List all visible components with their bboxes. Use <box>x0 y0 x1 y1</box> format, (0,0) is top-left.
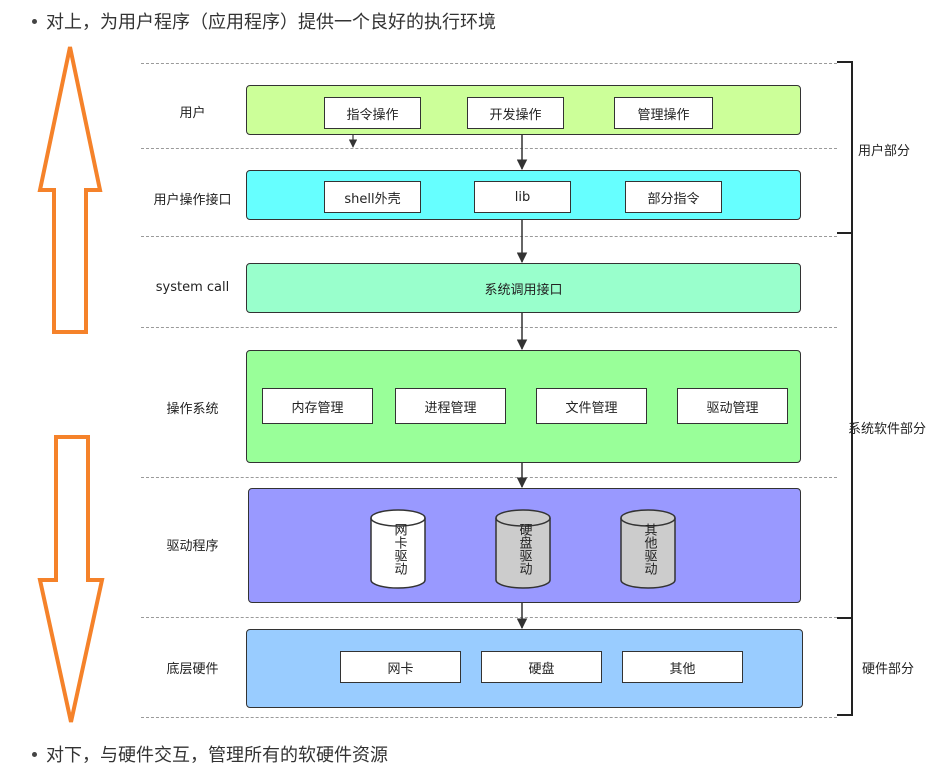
section-label-hardware: 硬件部分 <box>862 662 915 677</box>
system-call-panel: 系统调用接口 <box>246 263 801 313</box>
system-software-part-bracket <box>837 232 853 619</box>
section-label-user: 用户部分 <box>858 144 911 159</box>
process-management-box: 进程管理 <box>395 388 506 424</box>
shell-box: shell外壳 <box>324 181 421 213</box>
layer-label-user: 用户 <box>179 106 206 121</box>
file-management-box: 文件管理 <box>536 388 647 424</box>
big-down-arrow-icon <box>37 435 105 723</box>
layer-separator <box>141 148 837 149</box>
hardware-part-bracket <box>837 617 853 716</box>
nic-box: 网卡 <box>340 651 461 683</box>
bullet-icon <box>32 751 37 757</box>
disk-box: 硬盘 <box>481 651 602 683</box>
bottom-note: 对下，与硬件交互，管理所有的软硬件资源 <box>32 741 388 767</box>
cylinder-icon <box>620 509 676 589</box>
other-driver-cylinder: 其他驱动 <box>619 508 679 590</box>
layer-label-hardware: 底层硬件 <box>166 662 219 677</box>
top-note-text: 对上，为用户程序（应用程序）提供一个良好的执行环境 <box>46 12 496 33</box>
layer-separator <box>141 477 837 478</box>
layer-label-system-call: system call <box>155 280 230 295</box>
management-operation-box: 管理操作 <box>614 97 713 129</box>
driver-management-box: 驱动管理 <box>677 388 788 424</box>
layer-separator <box>141 63 837 64</box>
section-label-system-software: 系统软件部分 <box>848 422 927 437</box>
development-operation-box: 开发操作 <box>467 97 564 129</box>
lib-box: lib <box>474 181 571 213</box>
bullet-icon <box>32 18 37 24</box>
layer-label-operating-system: 操作系统 <box>166 402 219 417</box>
nic-driver-cylinder: 网卡驱动 <box>369 508 429 590</box>
nic-driver-label: 网卡驱动 <box>391 523 407 575</box>
system-call-interface-text: 系统调用接口 <box>484 282 563 298</box>
layer-separator <box>141 236 837 237</box>
layer-separator <box>141 327 837 328</box>
layer-separator <box>141 617 837 618</box>
cylinder-icon <box>495 509 551 589</box>
other-box: 其他 <box>622 651 743 683</box>
command-operation-box: 指令操作 <box>324 97 421 129</box>
user-part-bracket <box>837 61 853 234</box>
cylinder-icon <box>370 509 426 589</box>
layer-separator <box>141 717 837 718</box>
disk-driver-cylinder: 硬盘驱动 <box>494 508 554 590</box>
layer-label-drivers: 驱动程序 <box>166 539 219 554</box>
bottom-note-text: 对下，与硬件交互，管理所有的软硬件资源 <box>46 745 388 766</box>
partial-commands-box: 部分指令 <box>625 181 722 213</box>
disk-driver-label: 硬盘驱动 <box>516 523 532 575</box>
other-driver-label: 其他驱动 <box>641 523 657 575</box>
layer-label-user-interface: 用户操作接口 <box>153 193 232 208</box>
memory-management-box: 内存管理 <box>262 388 373 424</box>
top-note: 对上，为用户程序（应用程序）提供一个良好的执行环境 <box>32 8 496 34</box>
big-up-arrow-icon <box>37 46 103 334</box>
